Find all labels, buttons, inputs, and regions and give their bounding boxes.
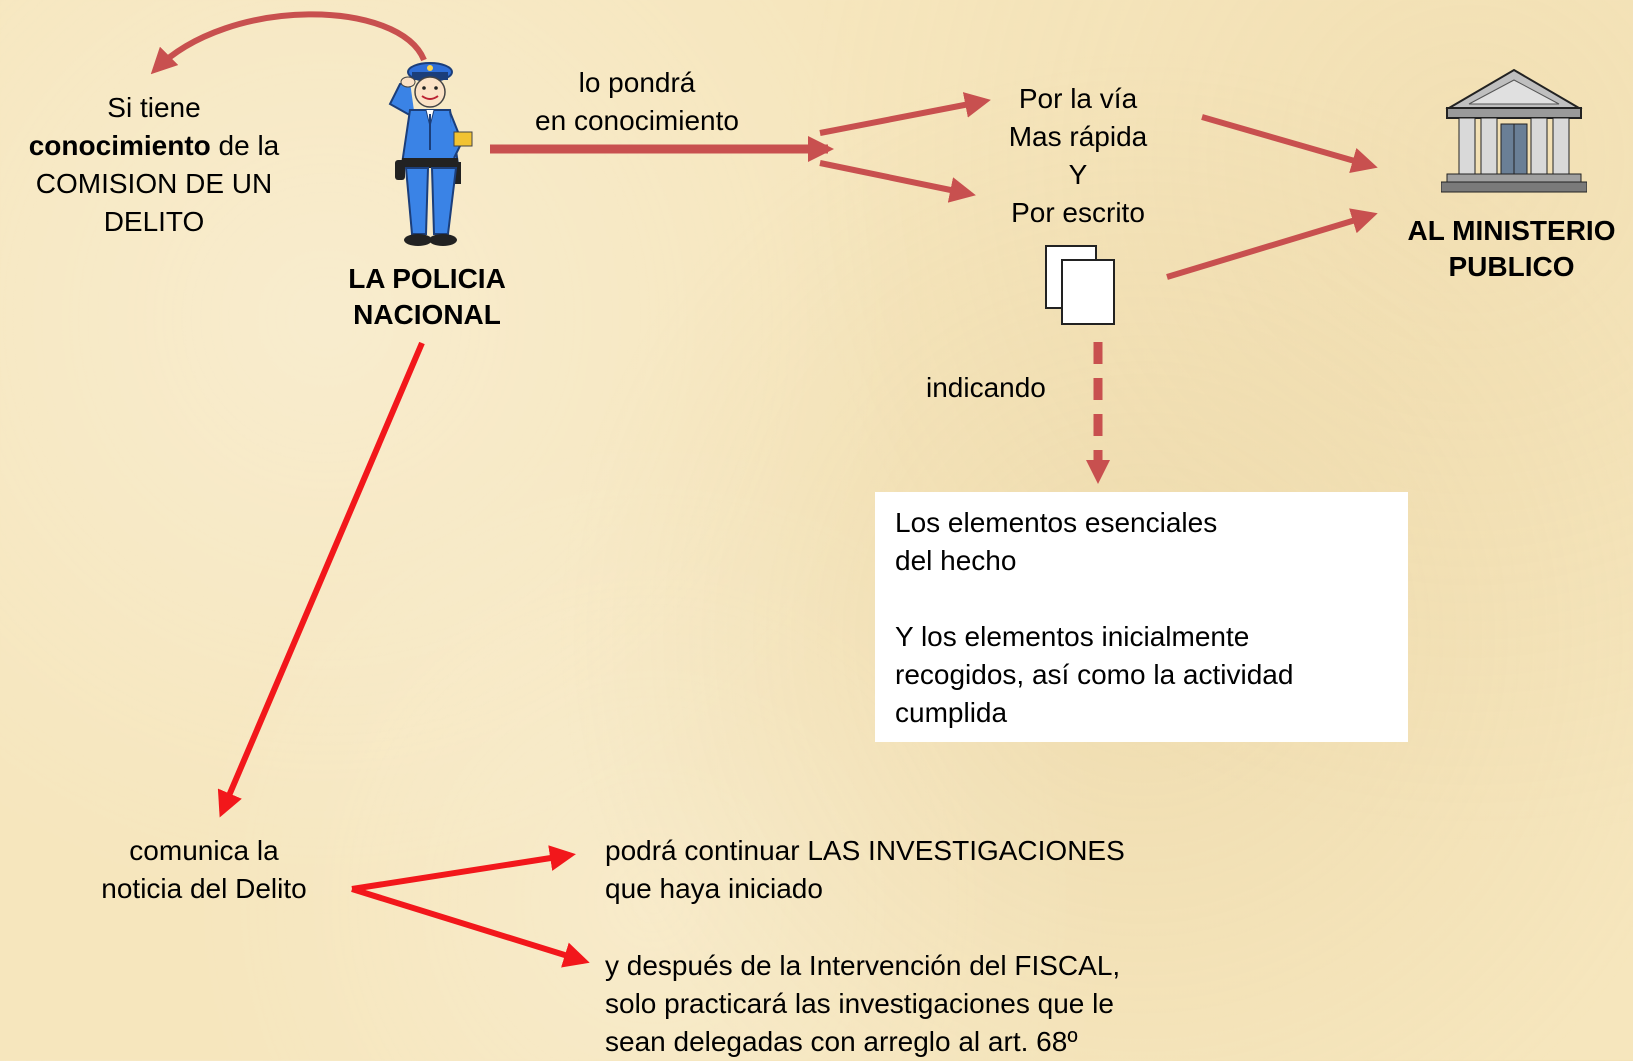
dashed-arrow-head	[1086, 460, 1110, 484]
left-note-line2-rest: de la	[210, 130, 280, 161]
communicates-line2: noticia del Delito	[101, 873, 307, 904]
left-note-line2: conocimiento de la	[14, 127, 294, 165]
communicates-label: comunica la noticia del Delito	[74, 832, 334, 908]
courthouse-icon	[1440, 68, 1588, 198]
police-label-line2: NACIONAL	[353, 299, 501, 330]
outcome-continue-line2: que haya iniciado	[605, 873, 823, 904]
knowledge-label-line2: en conocimiento	[535, 105, 739, 136]
channel-line3: Y	[1068, 159, 1088, 190]
outcome-delegated: y después de la Intervención del FISCAL,…	[605, 947, 1120, 1061]
outcome-delegated-line3: sean delegadas con arreglo al art. 68º	[605, 1026, 1078, 1057]
arrow-fast-to-ministry	[1201, 114, 1378, 173]
knowledge-label-line1: lo pondrá	[578, 67, 696, 98]
communicates-line1: comunica la	[129, 835, 279, 866]
info-box-para2-line2: recogidos, así como la actividad	[895, 659, 1294, 690]
channel-line1: Por la vía	[1018, 83, 1138, 114]
police-label-line1: LA POLICIA	[348, 263, 506, 294]
info-box-para2-line1: Y los elementos inicialmente	[895, 621, 1250, 652]
arrow-to-delegated	[351, 886, 590, 968]
outcome-continue-line1: podrá continuar LAS INVESTIGACIONES	[605, 835, 1125, 866]
ministry-label: AL MINISTERIO PUBLICO	[1390, 213, 1633, 285]
left-note-line3: COMISION DE UN	[35, 168, 273, 199]
arrow-written-to-ministry	[1166, 208, 1378, 280]
outcome-continue: podrá continuar LAS INVESTIGACIONES que …	[605, 832, 1125, 908]
arrow-to-fast-route	[819, 92, 991, 136]
info-box-para1: Los elementos esenciales del hecho	[895, 504, 1388, 580]
left-note-line4: DELITO	[103, 206, 205, 237]
info-box: Los elementos esenciales del hecho Y los…	[875, 492, 1408, 742]
ministry-label-line2: PUBLICO	[1448, 251, 1575, 282]
curved-arrow	[150, 11, 427, 75]
ministry-label-line1: AL MINISTERIO	[1407, 215, 1616, 246]
arrow-to-communicate	[217, 341, 425, 818]
police-officer-icon	[370, 54, 480, 250]
channel-line4: Por escrito	[1011, 197, 1145, 228]
channel-text: Por la vía Mas rápida Y Por escrito	[978, 80, 1178, 232]
info-box-para1-line2: del hecho	[895, 545, 1017, 576]
left-note-line1: Si tiene	[107, 92, 201, 123]
info-box-para1-line1: Los elementos esenciales	[895, 507, 1218, 538]
left-note-keyword: conocimiento	[28, 130, 211, 161]
indicating-label: indicando	[926, 372, 1046, 403]
police-label: LA POLICIA NACIONAL	[320, 261, 534, 333]
left-note: Si tiene conocimiento de la COMISION DE …	[14, 89, 294, 241]
info-box-para2-line3: cumplida	[895, 697, 1008, 728]
knowledge-label: lo pondrá en conocimiento	[515, 64, 759, 140]
documents-icon	[1044, 244, 1118, 328]
arrow-to-written	[819, 160, 976, 203]
info-box-para2: Y los elementos inicialmente recogidos, …	[895, 618, 1388, 732]
outcome-delegated-line2: solo practicará las investigaciones que …	[605, 988, 1114, 1019]
arrow-to-continue	[351, 845, 576, 892]
outcome-delegated-line1: y después de la Intervención del FISCAL,	[605, 950, 1121, 981]
channel-line2: Mas rápida	[1008, 121, 1148, 152]
